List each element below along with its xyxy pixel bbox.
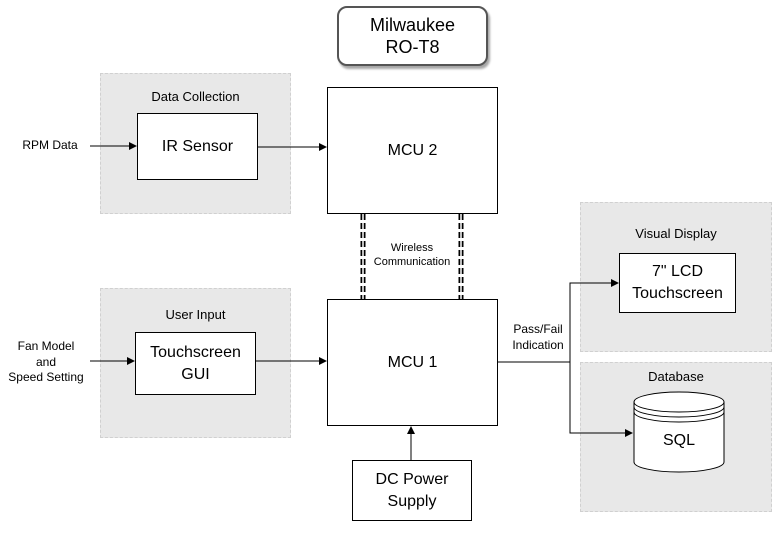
wireless-label: Wireless Communication bbox=[366, 241, 458, 270]
group-label-user-input: User Input bbox=[165, 307, 226, 322]
mcu2-block: MCU 2 bbox=[327, 87, 498, 214]
title-line-2: RO-T8 bbox=[385, 37, 440, 57]
arrow-mcu1-to-lcd bbox=[498, 279, 619, 363]
dc-power-block: DC Power Supply bbox=[352, 460, 472, 521]
mcu1-block: MCU 1 bbox=[327, 299, 498, 426]
pass-fail-label: Pass/Fail Indication bbox=[512, 322, 564, 352]
database-cylinder-icon bbox=[633, 391, 725, 473]
sql-label: SQL bbox=[662, 432, 695, 449]
group-label-database: Database bbox=[648, 369, 704, 384]
touchscreen-gui-block: Touchscreen GUI bbox=[135, 332, 256, 395]
rpm-data-label: RPM Data bbox=[22, 138, 78, 152]
fan-model-label: Fan Model and Speed Setting bbox=[8, 339, 84, 385]
group-label-visual-display: Visual Display bbox=[635, 226, 717, 241]
arrow-mcu1-to-sql bbox=[569, 362, 633, 437]
ir-sensor-block: IR Sensor bbox=[137, 113, 258, 180]
lcd-block: 7" LCD Touchscreen bbox=[619, 253, 736, 313]
title-line-1: Milwaukee bbox=[369, 14, 456, 35]
wireless-link bbox=[360, 214, 464, 299]
group-label-data-collection: Data Collection bbox=[151, 89, 240, 104]
diagram-title: Milwaukee RO-T8 bbox=[337, 6, 488, 66]
